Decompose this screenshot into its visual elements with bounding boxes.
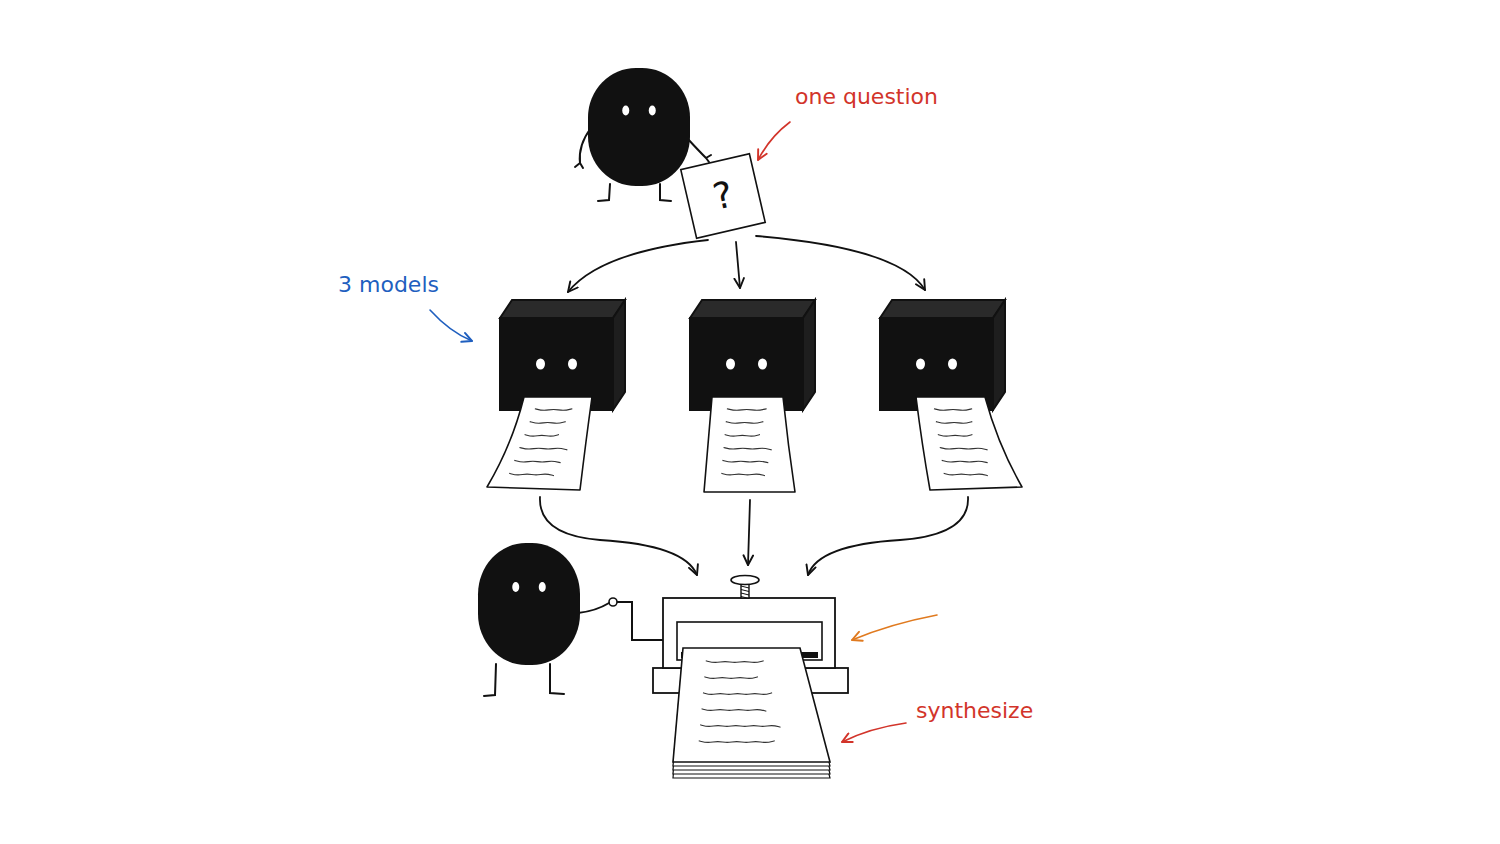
text-squiggle [530, 422, 566, 424]
callout-label: synthesize [916, 698, 1033, 724]
text-squiggle [942, 460, 988, 462]
text-squiggle [934, 409, 972, 411]
screw-thread [741, 586, 749, 588]
question-sheet: ? [680, 153, 766, 239]
character-eye [649, 105, 656, 115]
character-eye [622, 105, 629, 115]
printer-side [803, 300, 815, 410]
character-body [478, 543, 580, 665]
text-squiggle [725, 435, 760, 437]
text-squiggle [702, 709, 767, 711]
press-knob [731, 576, 759, 585]
text-squiggle [509, 473, 554, 475]
blob-character [478, 543, 609, 696]
character-leg [598, 184, 610, 201]
printer-top [880, 300, 1005, 318]
character-body [588, 68, 690, 186]
printer-side [613, 300, 625, 410]
character-leg [660, 184, 671, 201]
press-crank [617, 602, 663, 640]
arrow [852, 615, 937, 640]
printer-eye [916, 359, 925, 370]
character-leg [484, 664, 496, 696]
text-squiggle [699, 741, 775, 743]
text-squiggle [722, 460, 768, 462]
printer-top [690, 300, 815, 318]
text-squiggle [703, 693, 772, 695]
arrow [808, 497, 968, 575]
screw-thread [741, 597, 749, 599]
callout-label: one question [795, 84, 938, 110]
character-eye [512, 582, 519, 592]
printer-eye [948, 359, 957, 370]
arrow [842, 723, 906, 742]
printer-eye [568, 359, 577, 370]
screw-thread [741, 593, 749, 595]
text-squiggle [704, 677, 758, 679]
sheet-border [681, 154, 765, 238]
text-squiggle [724, 447, 772, 449]
arrow [540, 497, 697, 575]
text-squiggle [938, 435, 973, 437]
printed-sheet [487, 397, 592, 490]
arrow [736, 242, 740, 288]
printer-eye [536, 359, 545, 370]
character-arm [578, 603, 609, 613]
arrow [758, 122, 790, 160]
callout-label: 3 models [338, 272, 439, 298]
text-squiggle [700, 725, 780, 727]
text-squiggle [519, 447, 567, 449]
synthesized-sheet [673, 648, 830, 762]
arrow [748, 500, 750, 565]
text-squiggle [727, 409, 767, 411]
model-printer [690, 300, 815, 492]
character-eye [539, 582, 546, 592]
printer-eye [758, 359, 767, 370]
printer-side [993, 300, 1005, 410]
character-leg [550, 664, 564, 694]
model-printer [880, 300, 1022, 490]
printer-top [500, 300, 625, 318]
text-squiggle [514, 460, 560, 462]
printer-eye [726, 359, 735, 370]
text-squiggle [525, 435, 559, 437]
arrow [568, 240, 708, 292]
printed-sheet [916, 397, 1022, 490]
text-squiggle [940, 447, 988, 449]
arrow [430, 310, 472, 341]
printed-sheet [704, 397, 795, 492]
arrow [756, 236, 925, 290]
text-squiggle [721, 473, 765, 475]
crank-handle [609, 598, 617, 606]
text-squiggle [706, 661, 764, 663]
text-squiggle [944, 473, 988, 475]
text-squiggle [936, 422, 972, 424]
model-printer [487, 300, 625, 490]
character-arm [687, 138, 711, 162]
text-squiggle [726, 422, 764, 424]
screw-thread [741, 590, 749, 592]
text-squiggle [535, 409, 572, 411]
output-stack [673, 648, 830, 778]
